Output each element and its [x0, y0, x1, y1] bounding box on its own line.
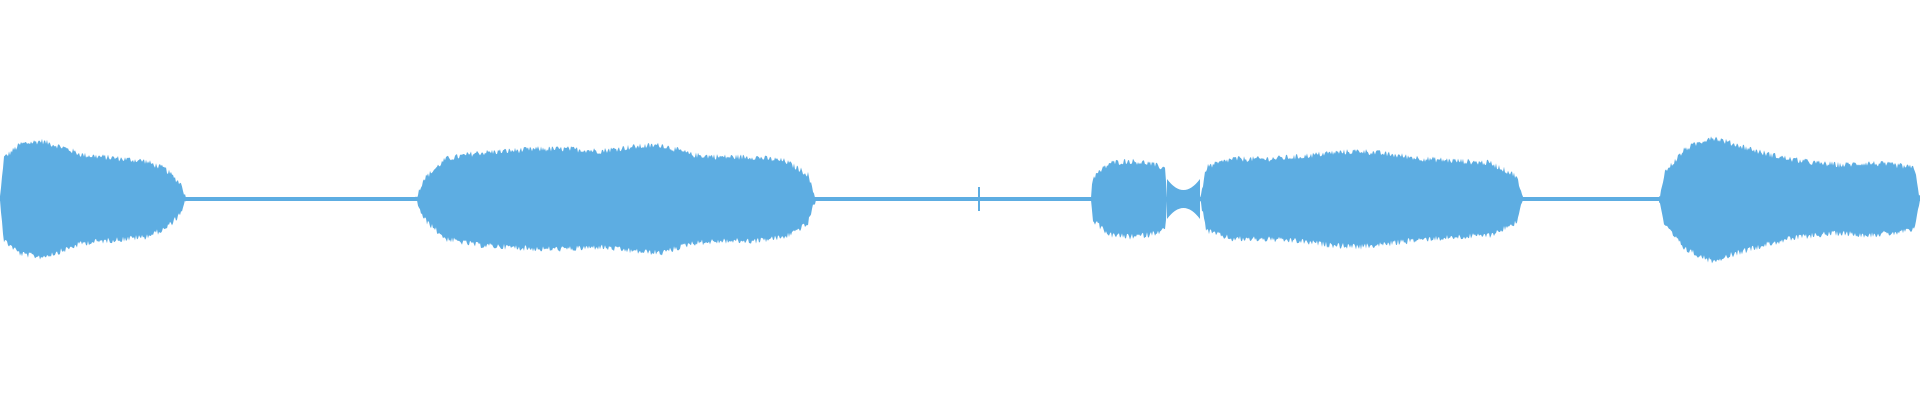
waveform-segment-silence	[1523, 197, 1659, 201]
waveform-spike	[978, 187, 980, 211]
waveform-segment-sound	[1659, 136, 1920, 264]
waveform-segment-sound	[1200, 149, 1523, 250]
waveform-segment-notch	[1167, 179, 1200, 219]
waveform-segment-silence	[816, 197, 1091, 201]
waveform-segment-sound	[0, 138, 186, 260]
waveform-segment-sound	[1091, 158, 1167, 240]
waveform-segment-sound	[415, 142, 816, 256]
waveform-segment-silence	[186, 197, 415, 201]
